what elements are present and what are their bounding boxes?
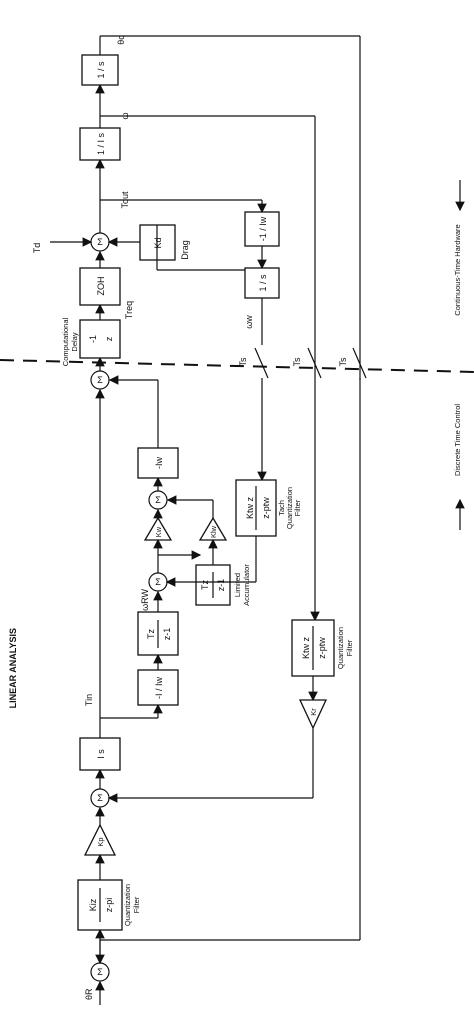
- zoh-block: [79, 267, 121, 306]
- svg-text:Σ: Σ: [155, 577, 161, 587]
- svg-text:Σ: Σ: [97, 967, 103, 977]
- computational-delay-block: [79, 319, 121, 359]
- svg-text:Σ: Σ: [97, 237, 103, 247]
- discrete-continuous-boundary: [0, 359, 474, 373]
- label-td: Td: [32, 243, 42, 254]
- neg-iw-label: -Iw: [154, 457, 164, 469]
- kr-label: Kr: [309, 708, 318, 716]
- sampler-switch-1: [254, 347, 269, 379]
- is-label: I s: [96, 749, 106, 759]
- label-treq: Treq: [124, 301, 134, 319]
- neg-i-over-iw-label: -I / Iw: [154, 677, 164, 699]
- label-theta-r: θR: [84, 988, 94, 1000]
- kr-gain: [298, 699, 328, 730]
- tach-label-1: Tach: [277, 500, 286, 516]
- title: LINEAR ANALYSIS: [8, 628, 18, 708]
- kw-label: Kw: [154, 526, 163, 537]
- kw-gain: [143, 516, 173, 541]
- neg-iw-block: [137, 447, 179, 479]
- kd-label: Kd: [153, 237, 163, 248]
- cd-label-1: Computational: [61, 317, 70, 366]
- quant2-num: Ktw z: [301, 637, 311, 660]
- label-ts-3: Ts: [338, 357, 348, 367]
- svg-text:Σ: Σ: [97, 375, 103, 385]
- tz2-den: z-1: [216, 579, 226, 592]
- tach-num: Ktw z: [245, 497, 255, 520]
- label-omega-w: ωw: [244, 315, 254, 329]
- tz1-num: Tz: [146, 629, 156, 639]
- one-over-is-label: 1 / I s: [96, 133, 106, 156]
- quant2-label-2: Filter: [345, 639, 354, 656]
- klw-gain: [198, 516, 228, 541]
- one-over-s-block: [244, 267, 280, 299]
- limited-acc-label-1: Limited: [233, 573, 242, 597]
- legend-continuous: Continuous-Time Hardware: [453, 224, 462, 315]
- neg-one-over-iw-block: [244, 211, 280, 247]
- label-theta-c: θc: [116, 35, 126, 45]
- one-over-s-label: 1 / s: [258, 274, 268, 292]
- label-drag: Drag: [180, 240, 190, 260]
- label-tin: Tin: [84, 694, 94, 706]
- label-ts-2: Ts: [292, 357, 302, 367]
- tz2-num: Tz: [200, 580, 210, 590]
- legend-discrete: Discrete Time Control: [453, 404, 462, 476]
- zoh-label: ZOH: [96, 277, 106, 296]
- klw-label: Klw: [209, 525, 218, 538]
- kp-label: Kp: [96, 837, 105, 846]
- neg-one-over-iw-label: -1 / Iw: [258, 216, 268, 241]
- svg-text:Σ: Σ: [97, 793, 103, 803]
- tach-label-3: Filter: [293, 499, 302, 516]
- qf-den: z-pi: [104, 898, 114, 913]
- one-over-s-out-label: 1 / s: [96, 61, 106, 79]
- qf-label-1: Quantization: [123, 884, 132, 926]
- qf-label-2: Filter: [132, 896, 141, 913]
- cd-num: -1: [88, 335, 98, 343]
- kp-gain: [83, 823, 117, 856]
- quant2-den: z-ptw: [317, 637, 327, 659]
- tz1-den: z-1: [162, 628, 172, 641]
- qf-num: Kiz: [88, 898, 98, 911]
- cd-label-2: Delay: [70, 332, 79, 351]
- is-block: [79, 737, 121, 771]
- sampler-switch-2: [307, 347, 322, 379]
- tach-label-2: Quantization: [285, 487, 294, 529]
- limited-acc-label-2: Accumulator: [242, 564, 251, 606]
- label-omega-r-w: ωRW: [140, 589, 150, 611]
- sampler-switch-3: [352, 347, 367, 379]
- cd-den: z: [104, 336, 114, 341]
- svg-text:Σ: Σ: [155, 495, 161, 505]
- label-ts-1: Ts: [238, 357, 248, 367]
- quant2-label-1: Quantization: [336, 627, 345, 669]
- tach-den: z-ptw: [261, 497, 271, 519]
